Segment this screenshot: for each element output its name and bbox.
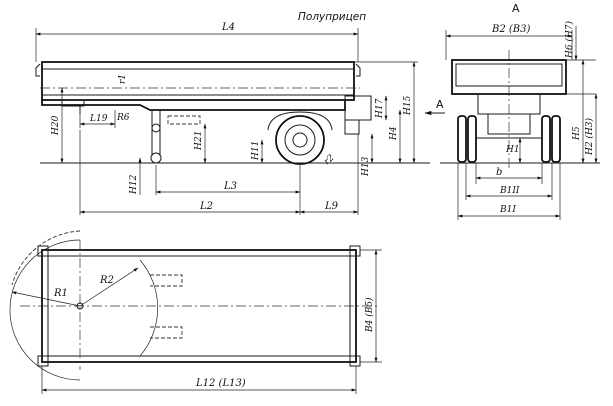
side-view: L4 L19 L3 L2 L9 H20 H12 H21 H11 H13 bbox=[35, 11, 445, 215]
label-H17: H17 bbox=[375, 98, 385, 119]
rear-bumper bbox=[344, 119, 360, 135]
wheel-left-outer bbox=[457, 115, 467, 163]
wheel-left-inner bbox=[467, 115, 477, 163]
dim-R1 bbox=[11, 291, 81, 307]
label-B4: B4 (B5) bbox=[364, 297, 375, 333]
rear-hook bbox=[355, 63, 361, 77]
wheel-right-inner bbox=[541, 115, 551, 163]
label-H5: H5 bbox=[572, 126, 582, 141]
label-B1II: B1II bbox=[499, 186, 520, 196]
plan-landing-bottom bbox=[150, 326, 183, 339]
arc-R2 bbox=[139, 259, 158, 357]
label-L12: L12 (L13) bbox=[195, 378, 246, 389]
drawing-title: Полуприцеп bbox=[298, 11, 366, 23]
label-H20: H20 bbox=[51, 115, 61, 136]
label-R1: R1 bbox=[53, 288, 68, 299]
view-letter: A bbox=[512, 2, 520, 15]
label-L9: L9 bbox=[324, 201, 339, 212]
label-L4: L4 bbox=[221, 22, 235, 33]
wheel-rim bbox=[284, 124, 316, 156]
arc-hidden bbox=[11, 230, 81, 286]
label-r1: r1 bbox=[118, 74, 128, 84]
label-L19: L19 bbox=[89, 114, 108, 124]
plan-view: R1 R2 B4 (B5) L12 (L13) bbox=[9, 230, 382, 394]
front-hook bbox=[35, 63, 41, 77]
label-r2: r2 bbox=[322, 153, 336, 167]
label-H21: H21 bbox=[194, 131, 204, 151]
label-R2: R2 bbox=[99, 275, 114, 286]
view-arrow-label: A bbox=[436, 98, 444, 111]
dim-R2 bbox=[79, 267, 139, 307]
plan-corner-rr bbox=[349, 355, 361, 367]
plan-corner-rl bbox=[37, 355, 49, 367]
wheel-arch bbox=[267, 111, 333, 131]
arc-R1 bbox=[9, 239, 81, 381]
label-H2: H2 (H3) bbox=[584, 117, 595, 156]
chassis-frame bbox=[41, 100, 346, 111]
rear-view: A B2 (B3) b B1II B1I bbox=[440, 2, 600, 220]
label-b: b bbox=[496, 167, 502, 178]
label-B1I: B1I bbox=[499, 205, 516, 215]
trailer-body bbox=[41, 61, 355, 101]
label-H13: H13 bbox=[361, 156, 371, 177]
wheel-hub bbox=[292, 132, 308, 148]
wheel-right-outer bbox=[551, 115, 561, 163]
label-H6: H6 (H7) bbox=[564, 20, 575, 59]
kingpin-point bbox=[76, 302, 84, 310]
plan-landing-top bbox=[150, 274, 183, 287]
wheel bbox=[275, 115, 325, 165]
label-H1: H1 bbox=[505, 145, 520, 155]
plan-corner-fl bbox=[37, 245, 49, 257]
label-R6: R6 bbox=[116, 113, 130, 123]
label-B2: B2 (B3) bbox=[491, 24, 531, 35]
label-H11: H11 bbox=[251, 141, 261, 161]
landing-foot bbox=[150, 152, 162, 164]
label-H4: H4 bbox=[389, 126, 399, 141]
label-H15: H15 bbox=[403, 95, 413, 116]
landing-gear-hidden bbox=[167, 115, 201, 125]
label-L3: L3 bbox=[223, 181, 237, 192]
label-L2: L2 bbox=[199, 201, 213, 212]
landing-crank bbox=[151, 123, 161, 133]
plan-corner-fr bbox=[349, 245, 361, 257]
label-H12: H12 bbox=[129, 174, 139, 195]
